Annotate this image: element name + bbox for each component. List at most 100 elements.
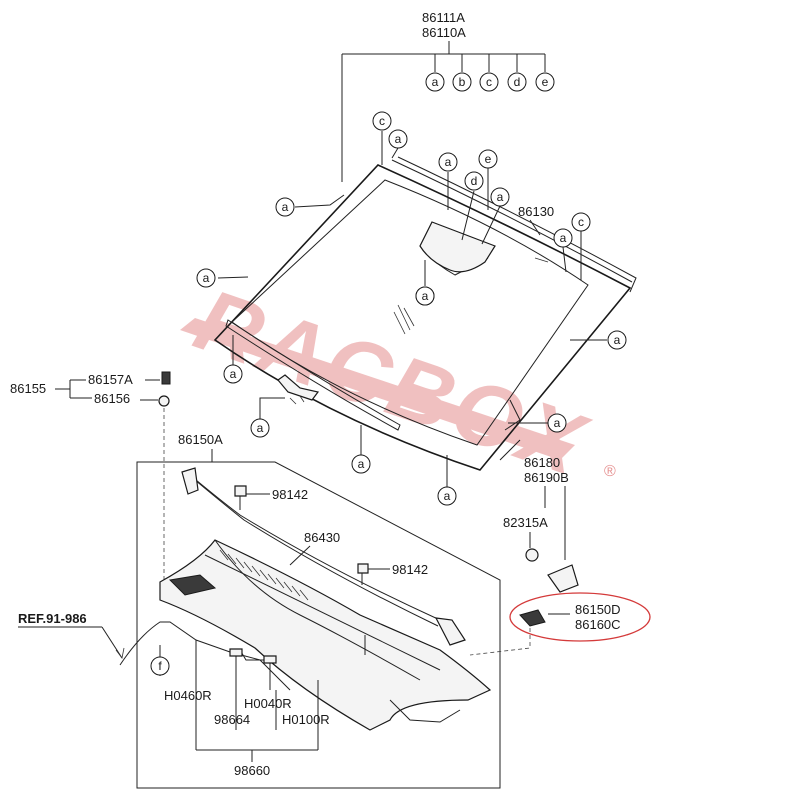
callout-letter: a (422, 289, 429, 303)
callout-letter: c (379, 114, 385, 128)
part-number-86110a: 86110A (422, 25, 466, 40)
end-cover-group: 86150D 86160C (469, 592, 651, 656)
part-number-86156: 86156 (94, 391, 130, 406)
glass-callout: c (571, 212, 591, 232)
callout-circle (479, 72, 499, 92)
part-number-h0040r: H0040R (244, 696, 292, 711)
glass-callout: a (250, 418, 270, 438)
callout-letter: a (444, 489, 451, 503)
callout-circle (452, 72, 472, 92)
callout-circle (607, 330, 627, 350)
glass-callout: c (372, 111, 392, 131)
callout-circle (150, 656, 170, 676)
part-number-98142-a: 98142 (272, 487, 308, 502)
callout-circle (464, 171, 484, 191)
header-callout: d (507, 72, 527, 92)
glass-callout: a (196, 268, 216, 288)
glass-callout: a (415, 286, 435, 306)
callout-letter: b (459, 75, 466, 89)
part-number-98142-b: 98142 (392, 562, 428, 577)
callout-letter: e (485, 152, 492, 166)
part-number-86160c: 86160C (575, 617, 621, 632)
cowl-panel (159, 539, 492, 731)
part-number-86180: 86180 (524, 455, 560, 470)
callout-letter: a (282, 200, 289, 214)
glass-callout: a (490, 187, 510, 207)
callout-circle (275, 197, 295, 217)
callout-letter: a (432, 75, 439, 89)
part-number-86430: 86430 (304, 530, 340, 545)
glass-callout: a (437, 486, 457, 506)
callout-circle (437, 486, 457, 506)
glass-callout: a (438, 152, 458, 172)
glass-callout: a (351, 454, 371, 474)
fastener-group: 98142 98142 (234, 485, 428, 585)
glass-callouts: caaedaaaacabaaaaaa (196, 111, 627, 506)
highlight-ellipse (509, 592, 651, 642)
glass-callout: a (553, 228, 573, 248)
callout-letter: a (497, 190, 504, 204)
part-number-86111a: 86111A (422, 10, 465, 25)
glass-callout: a (607, 330, 627, 350)
callout-letter: a (554, 416, 561, 430)
part-number-h0100r: H0100R (282, 712, 330, 727)
callout-circle (438, 152, 458, 172)
glass-callout: d (464, 171, 484, 191)
callout-letter: c (578, 215, 584, 229)
callout-letter: a (358, 457, 365, 471)
glass-callout: a (547, 413, 567, 433)
callout-circle (478, 149, 498, 169)
washer-group: f H0460R H0040R 98664 H0100R 98660 (119, 621, 330, 778)
part-number-86157a: 86157A (88, 372, 133, 387)
part-number-86130: 86130 (518, 204, 554, 219)
glass-callout: a (223, 364, 243, 384)
callout-circle (535, 72, 555, 92)
callout-circle (351, 454, 371, 474)
callout-letter: f (158, 659, 162, 673)
callout-letter: c (486, 75, 492, 89)
callout-circle (388, 129, 408, 149)
callout-circle (490, 187, 510, 207)
callout-letter: a (257, 421, 264, 435)
bracket-set-group: 86155 86157A 86156 (10, 371, 171, 580)
mirror-group: 86180 86190B 82315A (503, 455, 579, 593)
reference-group: REF.91-986 (18, 611, 125, 659)
glass-callout: e (478, 149, 498, 169)
callout-letter: e (542, 75, 549, 89)
callout-circle (196, 268, 216, 288)
callout-letter: d (471, 174, 478, 188)
callout-circle (415, 286, 435, 306)
part-number-98664: 98664 (214, 712, 250, 727)
callout-circle (507, 72, 527, 92)
callout-letter: a (203, 271, 210, 285)
callout-letter: a (395, 132, 402, 146)
part-number-82315a: 82315A (503, 515, 548, 530)
header-callout: c (479, 72, 499, 92)
part-number-86150a: 86150A (178, 432, 223, 447)
part-number-86155: 86155 (10, 381, 46, 396)
windshield-glass (213, 156, 637, 471)
header-callout: a (425, 72, 445, 92)
callout-circle (425, 72, 445, 92)
callout-circle (571, 212, 591, 232)
part-number-86190b: 86190B (524, 470, 569, 485)
reference-label: REF.91-986 (18, 611, 87, 626)
cowl-box: 86150A (136, 432, 501, 789)
part-number-98660: 98660 (234, 763, 270, 778)
callout-letter: d (514, 75, 521, 89)
glass-part-number-group: 86111A 86110A a b c d e (341, 10, 555, 182)
registered-mark: ® (604, 463, 616, 480)
callout-letter: a (230, 367, 237, 381)
callout-circle (547, 413, 567, 433)
callout-letter: a (445, 155, 452, 169)
part-number-86150d: 86150D (575, 602, 621, 617)
part-number-h0460r: H0460R (164, 688, 212, 703)
callout-circle (372, 111, 392, 131)
callout-circle (553, 228, 573, 248)
header-callout: b (452, 72, 472, 92)
header-callout: e (535, 72, 555, 92)
callout-letter: a (560, 231, 567, 245)
hose-callout: f (150, 656, 170, 676)
glass-callout: a (388, 129, 408, 149)
